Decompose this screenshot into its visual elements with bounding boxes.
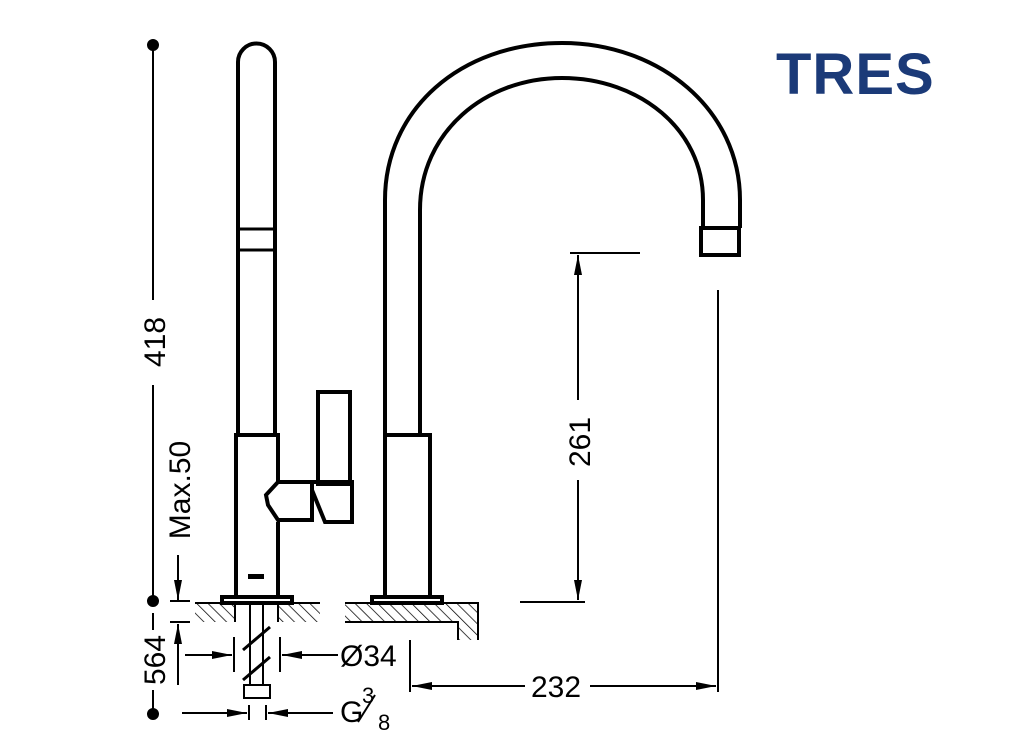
spout-outer bbox=[383, 40, 742, 435]
dim-thread: G bbox=[340, 696, 363, 729]
countertop-right bbox=[345, 602, 479, 640]
spout-aerator bbox=[699, 226, 741, 257]
dim-thread-denominator: 8 bbox=[378, 710, 390, 735]
dim-total-height: 418 bbox=[139, 317, 172, 367]
handle-block bbox=[310, 480, 354, 524]
spout-inner bbox=[418, 75, 705, 435]
tres-logo: TRES bbox=[776, 42, 935, 107]
dim-body-diameter: Ø34 bbox=[340, 640, 397, 673]
countertop-left bbox=[195, 602, 320, 622]
dim-spout-clearance: 261 bbox=[564, 417, 597, 467]
front-view-faucet bbox=[370, 40, 742, 605]
body-diameter-dimension bbox=[185, 637, 338, 672]
supply-pipe bbox=[242, 603, 271, 699]
supply-nut bbox=[243, 684, 271, 699]
logo-badge bbox=[248, 574, 264, 579]
side-body bbox=[234, 433, 280, 597]
spout-clearance-dimension bbox=[520, 252, 640, 603]
dim-pipe-length: 564 bbox=[139, 635, 172, 685]
front-body bbox=[383, 433, 432, 599]
dim-spout-reach: 232 bbox=[531, 671, 581, 704]
handle-lever bbox=[316, 390, 352, 486]
spout-reach-dimension bbox=[409, 290, 719, 692]
max-deck-dimension bbox=[170, 555, 190, 685]
left-dimension-line bbox=[147, 39, 159, 720]
logo-text: TRES bbox=[776, 42, 935, 107]
side-spout-tube bbox=[236, 41, 277, 435]
handle-joint bbox=[263, 480, 314, 522]
thread-dimension bbox=[182, 694, 376, 723]
side-view-faucet bbox=[220, 41, 354, 605]
side-base-plate bbox=[220, 595, 294, 605]
dim-thread-numerator: 3 bbox=[362, 683, 374, 708]
dim-max-deck: Max.50 bbox=[164, 441, 197, 539]
